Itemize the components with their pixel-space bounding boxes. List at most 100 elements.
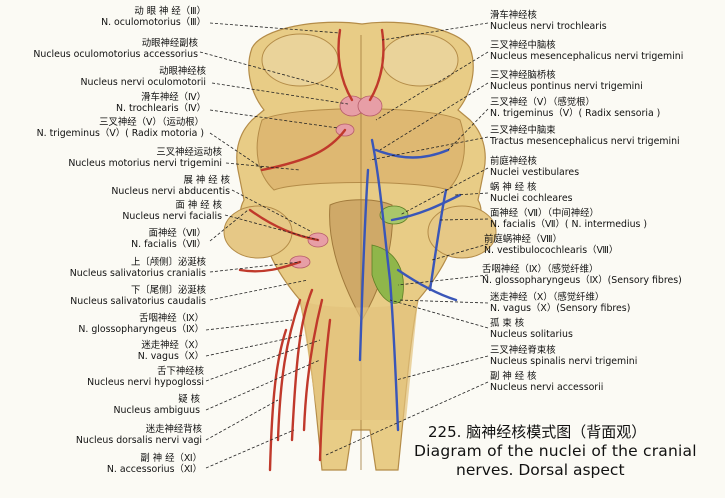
label-mesencephalic-nucleus: 三叉神经中脑核 Nucleus mesencephalicus nervi tr… [490,40,683,62]
label-en: Nucleus salivatorius cranialis [69,268,206,279]
caption-title-en-line1: Diagram of the nuclei of the cranial [414,442,697,460]
label-inferior-salivatory-nucleus: 下〔尾侧〕泌涎核 Nucleus salivatorius caudalis [32,285,206,307]
label-zh: 三叉神经脊束核 [490,345,556,356]
brainstem-body [223,21,497,471]
figure-caption: 225. 脑神经核模式图（背面观） Diagram of the nuclei … [414,422,720,480]
label-oculomotor-nerve: 动 眼 神 经（Ⅲ） N. oculomotorius（Ⅲ） [70,6,206,28]
label-en: Nucleus nervi facialis [122,211,222,222]
label-en: N. glossopharyngeus（Ⅸ） [78,324,204,335]
label-zh: 展 神 经 核 [183,175,230,186]
label-zh: 迷走神经（Ⅹ）（感觉纤维） [490,292,605,303]
label-zh: 副 神 经 核 [490,371,537,382]
label-en: N. glossopharyngeus（Ⅸ）(Sensory fibres) [482,275,682,286]
label-accessory-nerve: 副 神 经（Ⅺ） N. accessorius（Ⅺ） [84,453,202,475]
label-zh: 前庭神经核 [490,156,537,167]
label-trigeminal-motor-root: 三叉神经（Ⅴ）（运动根） N. trigeminus（Ⅴ）( Radix mot… [4,117,204,139]
label-en: N. vagus（Ⅹ）(Sensory fibres) [490,303,631,314]
label-zh: 下〔尾侧〕泌涎核 [130,285,206,296]
label-zh: 蜗 神 经 核 [490,182,537,193]
label-en: N. vestibulocochlearis（Ⅷ） [484,245,619,256]
label-facial-intermediate-nerve: 面神经（Ⅶ）（中间神经） N. facialis（Ⅶ）( N. intermed… [490,208,647,230]
label-zh: 舌下神经核 [157,366,204,377]
label-en: Nucleus nervi abducentis [111,186,230,197]
label-en: N. trigeminus（Ⅴ）( Radix motoria ) [36,128,204,139]
label-en: Nucleus spinalis nervi trigemini [490,356,638,367]
label-oculomotor-nucleus: 动眼神经核 Nucleus nervi oculomotorii [56,66,206,88]
label-en: Nucleus solitarius [490,329,573,340]
label-en: N. facialis（Ⅶ）( N. intermedius ) [490,219,648,230]
label-zh: 三叉神经运动核 [156,147,222,158]
label-zh: 滑车神经核 [490,10,537,21]
label-zh: 前庭蜗神经（Ⅷ） [484,234,562,245]
label-trochlear-nerve: 滑车神经（Ⅳ） N. trochlearis（Ⅳ） [90,92,206,114]
label-dorsal-vagal-nucleus: 迷走神经背核 Nucleus dorsalis nervi vagi [48,424,202,446]
label-en: Nucleus salivatorius caudalis [70,296,206,307]
sensory-tracts [358,138,462,432]
label-zh: 副 神 经（Ⅺ） [140,453,202,464]
label-abducens-nucleus: 展 神 经 核 Nucleus nervi abducentis [90,175,230,197]
label-facial-nerve: 面神经（Ⅶ） N. facialis（Ⅶ） [110,228,206,250]
caption-title-zh: 脑神经核模式图（背面观） [466,423,647,441]
label-trochlear-nucleus: 滑车神经核 Nucleus nervi trochlearis [490,10,607,32]
leader-lines [199,22,489,469]
label-facial-nucleus: 面 神 经 核 Nucleus nervi facialis [86,200,222,222]
motor-nerves [238,28,385,472]
label-en: N. trochlearis（Ⅳ） [116,103,206,114]
label-mesencephalic-tract: 三叉神经中脑束 Tractus mesencephalicus nervi tr… [490,125,680,147]
label-en: Nucleus nervi oculomotorii [80,77,206,88]
label-pontine-nucleus: 三叉神经脑桥核 Nucleus pontinus nervi trigemini [490,70,643,92]
label-nucleus-ambiguus: 疑 核 Nucleus ambiguus [98,394,200,416]
label-en: Nucleus nervi accessorii [490,382,604,393]
label-zh: 上〔颅侧〕泌涎核 [130,257,206,268]
label-zh: 三叉神经（Ⅴ）（感觉根） [490,97,595,108]
label-zh: 三叉神经中脑核 [490,40,556,51]
label-spinal-trigeminal-nucleus: 三叉神经脊束核 Nucleus spinalis nervi trigemini [490,345,637,367]
label-en: Nucleus nervi trochlearis [490,21,607,32]
label-en: Nucleus ambiguus [113,405,200,416]
label-zh: 动 眼 神 经（Ⅲ） [134,6,206,17]
label-en: Tractus mesencephalicus nervi trigemini [490,136,680,147]
label-vagus-sensory: 迷走神经（Ⅹ）（感觉纤维） N. vagus（Ⅹ）(Sensory fibres… [490,292,630,314]
label-en: Nuclei cochleares [490,193,573,204]
label-hypoglossal-nucleus: 舌下神经核 Nucleus nervi hypoglossi [70,366,204,388]
label-en: Nucleus mesencephalicus nervi trigemini [490,51,684,62]
label-en: N. vagus（Ⅹ） [137,351,204,362]
label-en: Nucleus motorius nervi trigemini [68,158,222,169]
label-zh: 迷走神经背核 [145,424,202,435]
label-solitary-nucleus: 孤 束 核 Nucleus solitarius [490,318,573,340]
label-zh: 面 神 经 核 [175,200,222,211]
label-vagus-nerve: 迷走神经（Ⅹ） N. vagus（Ⅹ） [110,340,204,362]
label-zh: 面神经（Ⅶ）（中间神经） [490,208,599,219]
caption-title-en-line2: nerves. Dorsal aspect [456,461,625,479]
label-zh: 舌咽神经（Ⅸ）（感觉纤维） [482,264,599,275]
label-accessory-nucleus: 副 神 经 核 Nucleus nervi accessorii [490,371,603,393]
label-en: N. facialis（Ⅶ） [131,239,206,250]
label-vestibular-nuclei: 前庭神经核 Nuclei vestibulares [490,156,579,178]
label-en: Nucleus dorsalis nervi vagi [75,435,202,446]
label-vestibulocochlear-nerve: 前庭蜗神经（Ⅷ） N. vestibulocochlearis（Ⅷ） [484,234,618,256]
label-zh: 疑 核 [178,394,200,405]
label-en: Nucleus oculomotorius accessorius [33,49,198,60]
label-glossopharyngeal-nerve: 舌咽神经（Ⅸ） N. glossopharyngeus（Ⅸ） [58,313,204,335]
label-en: Nucleus nervi hypoglossi [87,377,204,388]
caption-zh: 225. 脑神经核模式图（背面观） [414,422,720,442]
label-en: Nucleus pontinus nervi trigemini [490,81,643,92]
figure-number: 225. [428,423,462,441]
label-zh: 动眼神经副核 [141,38,198,49]
label-zh: 三叉神经脑桥核 [490,70,556,81]
label-en: N. accessorius（Ⅺ） [106,464,202,475]
label-zh: 孤 束 核 [490,318,525,329]
label-zh: 迷走神经（Ⅹ） [141,340,204,351]
label-zh: 滑车神经（Ⅳ） [141,92,206,103]
label-cochlear-nuclei: 蜗 神 经 核 Nuclei cochleares [490,182,572,204]
label-trigeminal-sensory-root: 三叉神经（Ⅴ）（感觉根） N. trigeminus（Ⅴ）( Radix sen… [490,97,660,119]
label-glossopharyngeal-sensory: 舌咽神经（Ⅸ）（感觉纤维） N. glossopharyngeus（Ⅸ）(Sen… [482,264,682,286]
label-zh: 三叉神经中脑束 [490,125,556,136]
label-accessory-oculomotor-nucleus: 动眼神经副核 Nucleus oculomotorius accessorius [6,38,198,60]
label-zh: 动眼神经核 [159,66,206,77]
label-trigeminal-motor-nucleus: 三叉神经运动核 Nucleus motorius nervi trigemini [26,147,222,169]
label-zh: 三叉神经（Ⅴ）（运动根） [99,117,204,128]
label-zh: 面神经（Ⅶ） [148,228,206,239]
